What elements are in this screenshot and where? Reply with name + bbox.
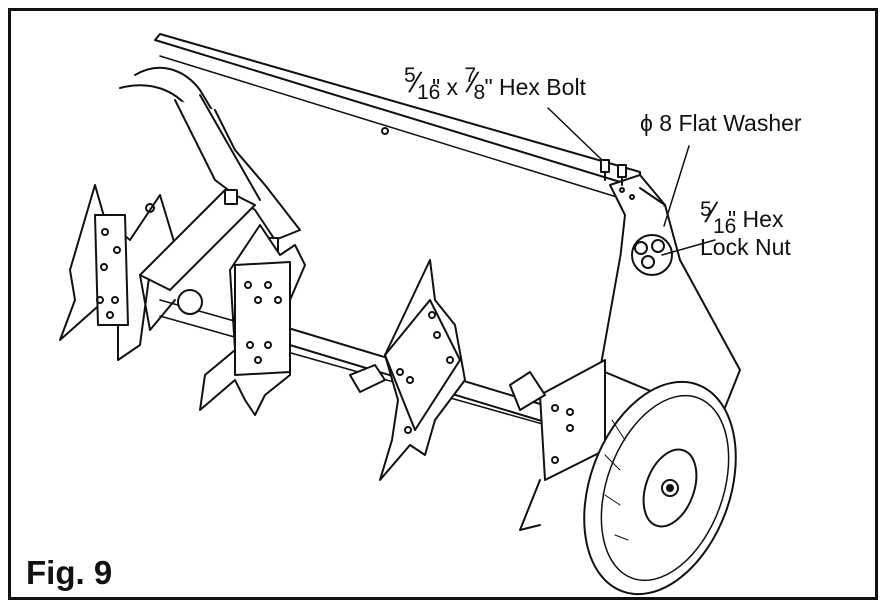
lock-nut-line-1: 5/16" Hex	[700, 197, 791, 238]
handle-arm	[174, 94, 301, 241]
fraction-numerator: 5	[404, 64, 416, 87]
fraction-numerator: 7	[464, 64, 477, 87]
figure-label: Fig. 9	[26, 554, 113, 591]
flat-washer-callout: ϕ 8 Flat Washer	[640, 110, 802, 137]
diameter-symbol: ϕ	[640, 110, 653, 136]
handle-bar	[119, 33, 641, 199]
inch-mark: "	[484, 74, 493, 100]
leader-lines	[547, 107, 716, 256]
bolt-diameter-fraction: 5/16	[404, 64, 440, 104]
part-name: 8 Flat Washer	[652, 110, 802, 136]
hex-lock-nut-callout: 5/16" Hex Lock Nut	[700, 197, 791, 261]
inch-mark: "	[432, 74, 441, 100]
part-name: " Hex	[728, 206, 784, 232]
fraction-denominator: 16	[713, 215, 737, 238]
fraction-denominator: 8	[473, 81, 486, 104]
tine-star	[349, 259, 466, 481]
fraction-numerator: 5	[700, 198, 712, 221]
fraction-denominator: 16	[417, 81, 441, 104]
bolt-length-fraction: 7/8	[464, 64, 486, 104]
times-sign: x	[440, 74, 465, 100]
part-name-line-2: Lock Nut	[700, 234, 791, 260]
figure-border	[8, 8, 878, 600]
hex-bolt-callout: 5/16" x 7/8" Hex Bolt	[404, 64, 586, 104]
part-name: Hex Bolt	[492, 74, 586, 100]
end-plate	[509, 359, 606, 531]
tine-star	[199, 224, 306, 416]
hardware-detail	[600, 159, 665, 269]
nut-size-fraction: 5/16	[700, 197, 736, 238]
wheel	[583, 380, 737, 596]
